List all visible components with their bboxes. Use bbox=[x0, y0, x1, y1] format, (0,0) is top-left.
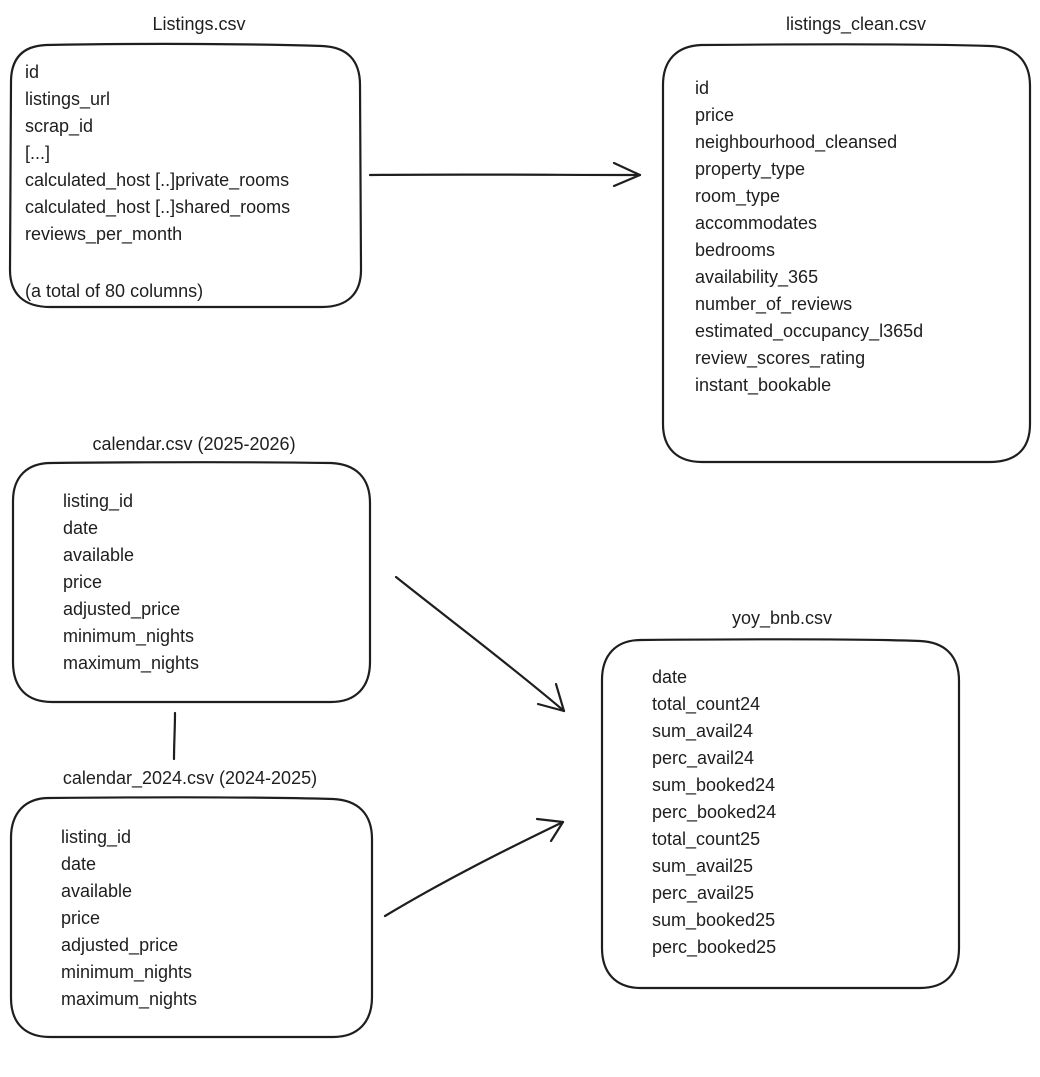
field-item: perc_avail25 bbox=[652, 883, 755, 903]
field-item: date bbox=[63, 518, 99, 538]
field-item: total_count24 bbox=[652, 694, 761, 714]
field-item: calculated_host [..]shared_rooms bbox=[25, 197, 291, 217]
calendar-to-yoy-arrowhead bbox=[536, 682, 566, 713]
field-item: room_type bbox=[695, 186, 781, 206]
listings-field-list: id listings_url scrap_id [...] calculate… bbox=[25, 59, 290, 248]
field-item: price bbox=[695, 105, 735, 125]
calendar-box bbox=[11, 461, 372, 704]
calendar-2024-to-yoy-arrowhead bbox=[535, 817, 565, 843]
field-item: date bbox=[652, 667, 688, 687]
listings-box bbox=[8, 42, 363, 309]
field-item: neighbourhood_cleansed bbox=[695, 132, 898, 152]
field-item: bedrooms bbox=[695, 240, 776, 260]
calendar-to-yoy-arrow bbox=[394, 575, 566, 713]
field-item: sum_avail24 bbox=[652, 721, 754, 741]
listings-to-clean-arrowhead bbox=[612, 161, 642, 188]
field-item: adjusted_price bbox=[63, 599, 181, 619]
field-item: available bbox=[61, 881, 133, 901]
field-item: id bbox=[25, 62, 40, 82]
field-item: sum_booked25 bbox=[652, 910, 776, 930]
field-item: property_type bbox=[695, 159, 806, 179]
field-item: perc_booked25 bbox=[652, 937, 777, 957]
field-item: instant_bookable bbox=[695, 375, 832, 395]
listings-clean-title: listings_clean.csv bbox=[785, 14, 927, 34]
field-item: listing_id bbox=[63, 491, 134, 511]
field-item: number_of_reviews bbox=[695, 294, 853, 314]
field-item: minimum_nights bbox=[61, 962, 193, 982]
field-item: price bbox=[61, 908, 101, 928]
calendar-field-list: listing_id date available price adjusted… bbox=[63, 488, 199, 677]
listings-title: Listings.csv bbox=[152, 14, 246, 34]
field-item: availability_365 bbox=[695, 267, 819, 287]
field-item: adjusted_price bbox=[61, 935, 179, 955]
field-item: minimum_nights bbox=[63, 626, 195, 646]
calendar-2024-box bbox=[9, 796, 374, 1039]
field-item: perc_avail24 bbox=[652, 748, 755, 768]
field-item: maximum_nights bbox=[61, 989, 198, 1009]
field-item: listing_id bbox=[61, 827, 132, 847]
yoy-bnb-box bbox=[600, 638, 961, 990]
calendar-link-line bbox=[172, 711, 177, 761]
listings-column-count-note: (a total of 80 columns) bbox=[25, 281, 204, 301]
field-item: available bbox=[63, 545, 135, 565]
calendar-title: calendar.csv (2025-2026) bbox=[92, 434, 296, 454]
field-item: date bbox=[61, 854, 97, 874]
field-item: id bbox=[695, 78, 710, 98]
field-item: sum_booked24 bbox=[652, 775, 776, 795]
calendar-2024-to-yoy-arrow bbox=[383, 820, 565, 918]
yoy-bnb-title: yoy_bnb.csv bbox=[731, 608, 833, 628]
field-item: estimated_occupancy_l365d bbox=[695, 321, 924, 341]
field-item: sum_avail25 bbox=[652, 856, 754, 876]
field-item: reviews_per_month bbox=[25, 224, 183, 244]
calendar-2024-field-list: listing_id date available price adjusted… bbox=[61, 824, 197, 1013]
field-item: listings_url bbox=[25, 89, 111, 109]
field-item: scrap_id bbox=[25, 116, 94, 136]
listings-clean-box bbox=[661, 43, 1032, 464]
field-item: total_count25 bbox=[652, 829, 761, 849]
field-item: price bbox=[63, 572, 103, 592]
yoy-bnb-field-list: date total_count24 sum_avail24 perc_avai… bbox=[652, 664, 776, 961]
listings-clean-field-list: id price neighbourhood_cleansed property… bbox=[695, 75, 923, 399]
calendar-2024-title: calendar_2024.csv (2024-2025) bbox=[62, 768, 318, 788]
field-item: maximum_nights bbox=[63, 653, 200, 673]
field-item: perc_booked24 bbox=[652, 802, 777, 822]
field-item: calculated_host [..]private_rooms bbox=[25, 170, 290, 190]
field-item: accommodates bbox=[695, 213, 818, 233]
field-item: review_scores_rating bbox=[695, 348, 866, 368]
field-item: [...] bbox=[25, 143, 51, 163]
